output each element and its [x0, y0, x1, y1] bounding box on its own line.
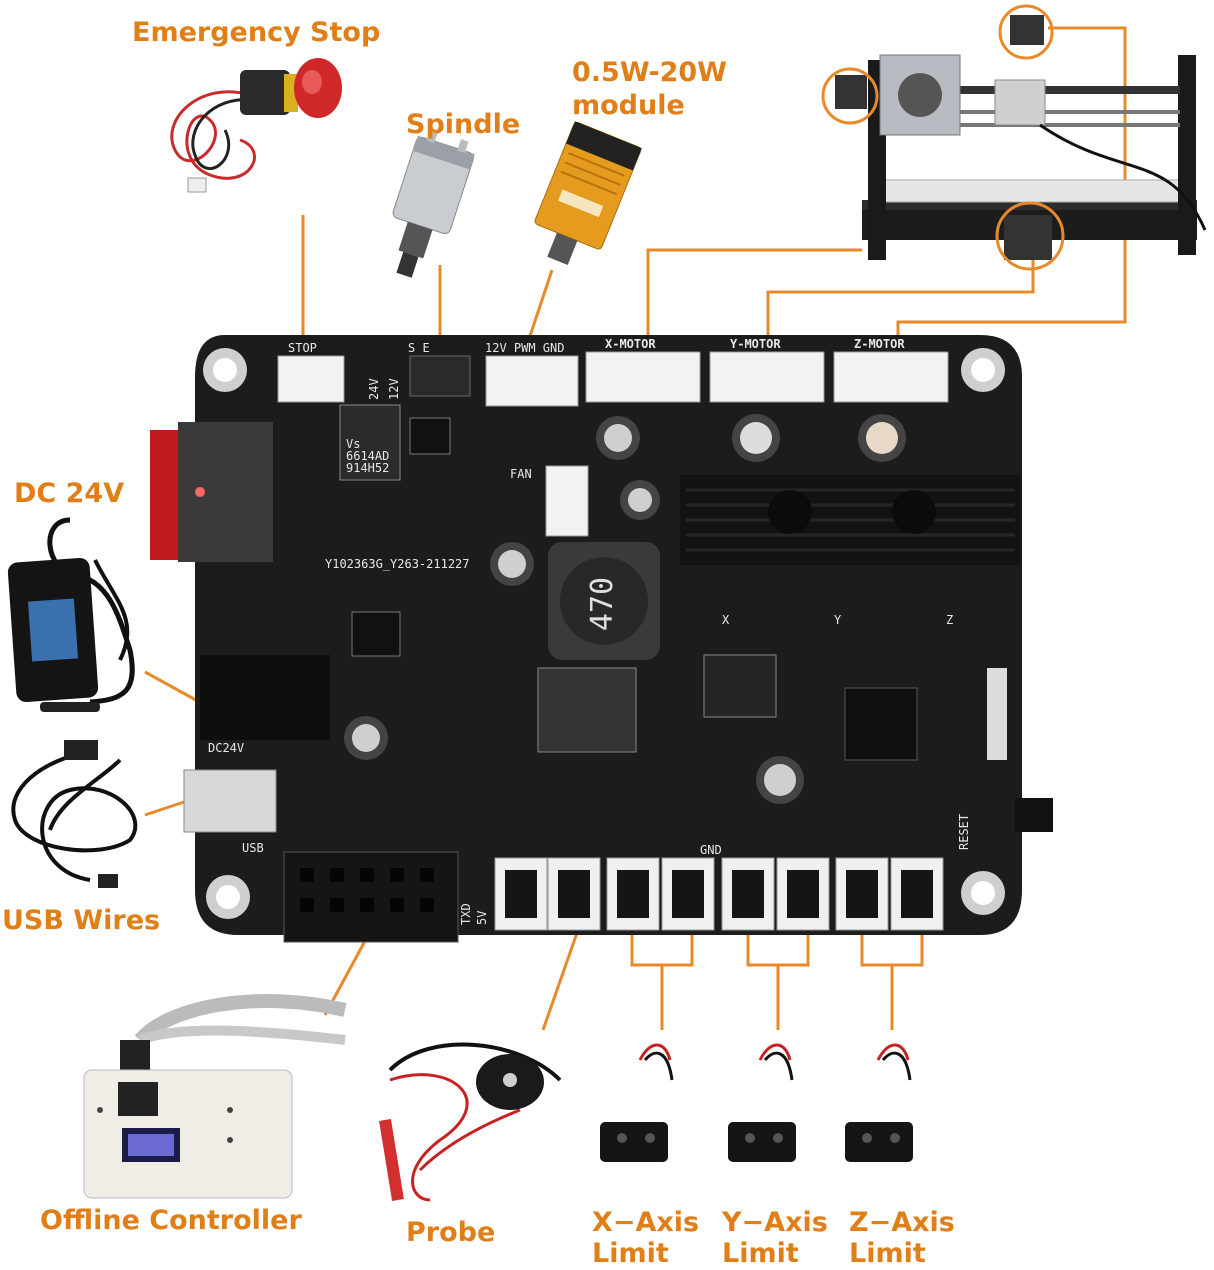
silk-pot-z: Z [946, 613, 953, 627]
silk-reg2: 6614AD [346, 449, 389, 463]
label-dc-24v: DC 24V [14, 478, 125, 509]
leader-lines [144, 26, 1127, 1031]
silk-inductor: 470 [585, 577, 620, 631]
label-emergency-stop: Emergency Stop [132, 17, 381, 48]
label-z-limit-line2: Limit [849, 1238, 926, 1269]
label-z-limit-line1: Z−Axis [849, 1207, 955, 1238]
label-usb-wires: USB Wires [2, 905, 161, 936]
label-y-limit-line1: Y−Axis [722, 1207, 828, 1238]
label-y-limit-line2: Limit [722, 1238, 799, 1269]
label-probe: Probe [406, 1217, 496, 1248]
laser-module-image [534, 121, 642, 265]
controller-board [150, 335, 1053, 943]
silk-txd: TXD [459, 903, 473, 925]
y-limit-switch-image [728, 1043, 796, 1162]
emergency-stop-image [170, 58, 342, 193]
label-offline-controller: Offline Controller [40, 1205, 302, 1236]
silk-spindle: S E [408, 341, 430, 355]
silk-part-number: Y102363G_Y263-211227 [325, 557, 470, 571]
silk-pot-x: X [722, 613, 730, 627]
board-silkscreen: STOP S E 12V PWM GND X-MOTOR Y-MOTOR Z-M… [208, 337, 971, 925]
label-spindle: Spindle [406, 109, 521, 140]
probe-image [379, 1042, 562, 1202]
spindle-image [392, 129, 475, 278]
silk-pwm: 12V PWM GND [485, 341, 564, 355]
silk-usb: USB [242, 841, 264, 855]
silk-dc24v: DC24V [208, 741, 244, 755]
label-x-limit-line2: Limit [592, 1238, 669, 1269]
label-x-limit-line1: X−Axis [592, 1207, 700, 1238]
silk-z-motor: Z-MOTOR [854, 337, 905, 351]
silk-reg1: Vs [346, 437, 360, 451]
label-laser-line2: module [572, 90, 685, 121]
usb-cable-image [11, 740, 138, 888]
silk-fan: FAN [510, 467, 532, 481]
silk-stop: STOP [288, 341, 317, 355]
label-laser-line1: 0.5W-20W [572, 57, 727, 88]
offline-controller-image [83, 994, 347, 1199]
power-adapter-image [7, 517, 135, 712]
z-limit-switch-image [845, 1043, 913, 1162]
silk-gnd: GND [700, 843, 722, 857]
silk-reg3: 914H52 [346, 461, 389, 475]
silk-5v: 5V [475, 911, 489, 925]
cnc-machine-image [821, 4, 1207, 271]
silk-24v: 24V [367, 378, 381, 400]
silk-reset: RESET [957, 814, 971, 850]
silk-x-motor: X-MOTOR [605, 337, 656, 351]
silk-12v: 12V [387, 378, 401, 400]
silk-y-motor: Y-MOTOR [730, 337, 781, 351]
x-limit-switch-image [600, 1043, 674, 1162]
silk-pot-y: Y [834, 613, 842, 627]
